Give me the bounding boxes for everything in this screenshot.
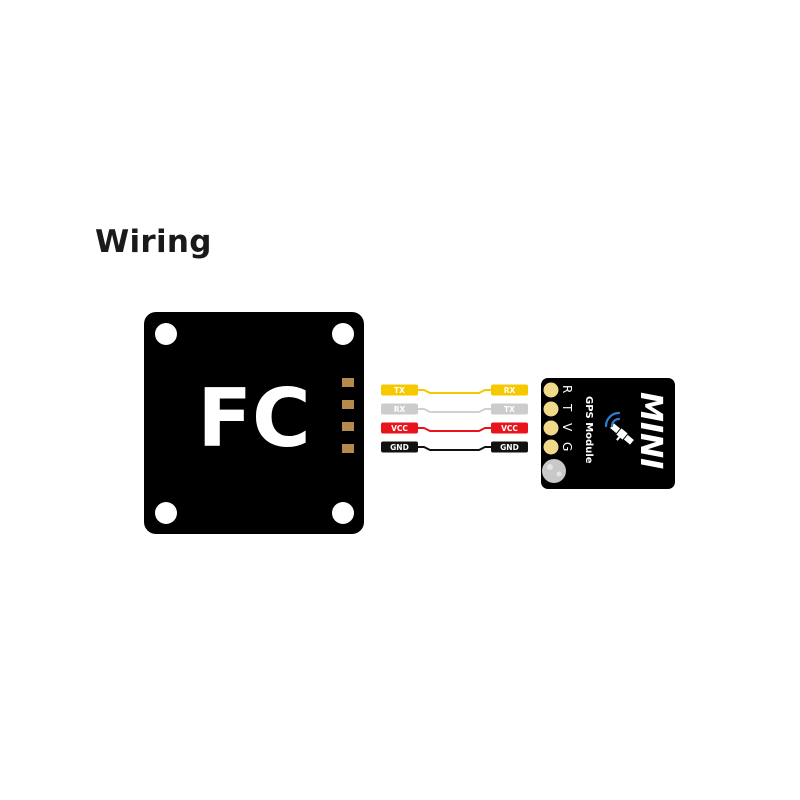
wire-tag-fc-label: GND	[390, 443, 409, 452]
gps-pin-letter: V	[560, 423, 574, 432]
fc-mount-hole-top-right	[332, 323, 354, 345]
fc-pad-4	[342, 444, 354, 453]
gps-module: R T V G GPS Module MINI	[541, 378, 675, 489]
wire-tag-fc	[381, 403, 418, 415]
gps-pins	[543, 382, 559, 455]
wire-vcc: VCC VCC	[381, 422, 528, 434]
gps-pin-2	[543, 401, 559, 417]
wire-tag-gps-label: TX	[504, 405, 515, 414]
wire-tag-fc-label: TX	[394, 386, 405, 395]
fc-pads	[342, 378, 354, 453]
fc-board-body	[144, 312, 364, 534]
wire-tag-gps	[491, 441, 528, 453]
wire-tx: TX RX	[381, 384, 528, 396]
gps-subtitle: GPS Module	[583, 396, 594, 464]
wire-tag-fc-label: RX	[394, 405, 406, 414]
fc-label: FC	[197, 372, 310, 465]
diagram-heading: Wiring	[95, 224, 212, 260]
wire-line	[418, 446, 491, 451]
wire-tag-fc	[381, 441, 418, 453]
wire-tag-gps-label: GND	[500, 443, 519, 452]
signal-waves-icon	[604, 411, 621, 428]
gps-antenna-pad	[542, 459, 566, 483]
wire-group: TX RX RX TX VCC VCC GND GND	[381, 384, 528, 453]
fc-mount-hole-bottom-left	[155, 502, 177, 524]
fc-pad-3	[342, 422, 354, 431]
wire-tag-fc	[381, 384, 418, 396]
wire-line	[418, 408, 491, 413]
wire-tag-fc	[381, 422, 418, 434]
wire-tag-gps	[491, 422, 528, 434]
wire-tag-gps	[491, 384, 528, 396]
fc-mount-hole-top-left	[155, 323, 177, 345]
wire-line	[418, 427, 491, 432]
fc-board: FC	[144, 312, 364, 534]
wire-tag-gps-label: VCC	[501, 424, 518, 433]
gps-antenna-pad-detail	[547, 464, 553, 470]
gps-title: MINI	[633, 392, 668, 469]
wire-tag-gps	[491, 403, 528, 415]
gps-pin-letter: G	[560, 442, 574, 451]
wire-tag-gps-label: RX	[504, 386, 516, 395]
gps-pin-4	[543, 439, 559, 455]
wire-gnd: GND GND	[381, 441, 528, 453]
gps-pin-3	[543, 420, 559, 436]
fc-pad-1	[342, 378, 354, 387]
gps-pin-1	[543, 382, 559, 398]
wire-rx: RX TX	[381, 403, 528, 415]
fc-mount-hole-bottom-right	[332, 502, 354, 524]
gps-pin-letter: R	[560, 385, 574, 393]
gps-module-body	[541, 378, 675, 489]
wire-line	[418, 389, 491, 394]
gps-pin-letters: R T V G	[560, 385, 574, 451]
wire-tag-fc-label: VCC	[391, 424, 408, 433]
gps-pin-letter: T	[560, 403, 574, 412]
gps-antenna-pad-detail-2	[556, 471, 562, 477]
fc-pad-2	[342, 400, 354, 409]
